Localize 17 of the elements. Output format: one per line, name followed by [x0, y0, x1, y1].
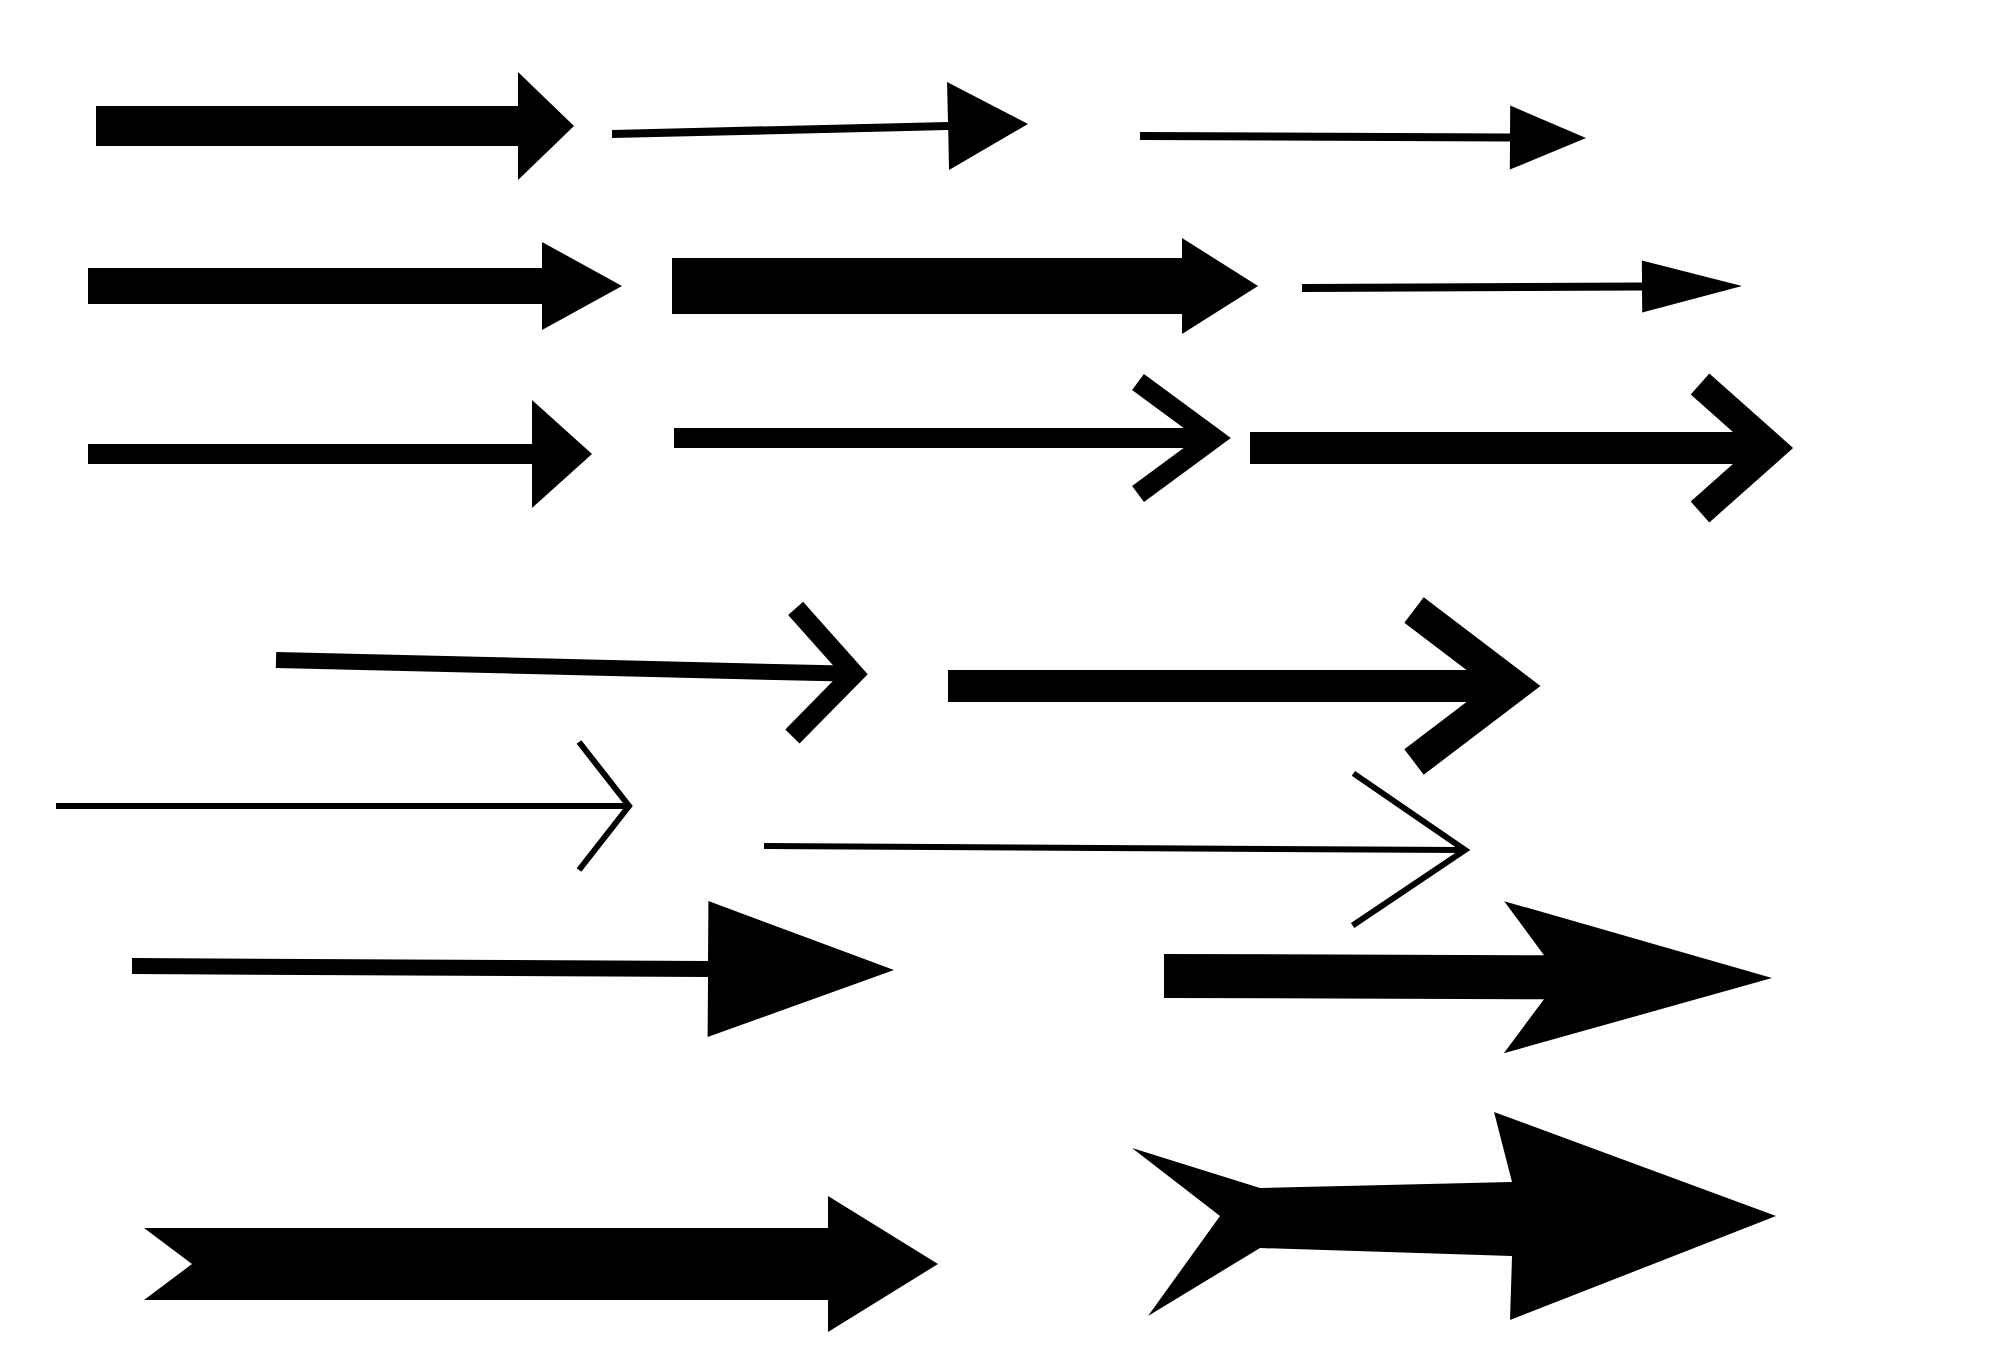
arrow-icon: [1140, 105, 1586, 170]
arrow-icon: [88, 400, 592, 508]
arrow-icon: [144, 1196, 938, 1332]
arrow-icon: [612, 82, 1028, 170]
arrow-icon: [88, 242, 622, 330]
arrow-icon: [96, 72, 574, 180]
arrow-icon: [672, 238, 1258, 334]
arrow-icon: [1250, 373, 1794, 523]
arrow-icon: [764, 770, 1471, 928]
arrow-icon: [275, 601, 868, 744]
arrow-icon: [1302, 260, 1742, 313]
arrow-icon: [1132, 1112, 1777, 1320]
arrow-icon: [132, 901, 894, 1037]
arrow-icon: [674, 373, 1231, 503]
arrow-icon: [1164, 901, 1773, 1054]
arrow-icon: [948, 597, 1541, 775]
arrow-icon: [56, 740, 633, 872]
